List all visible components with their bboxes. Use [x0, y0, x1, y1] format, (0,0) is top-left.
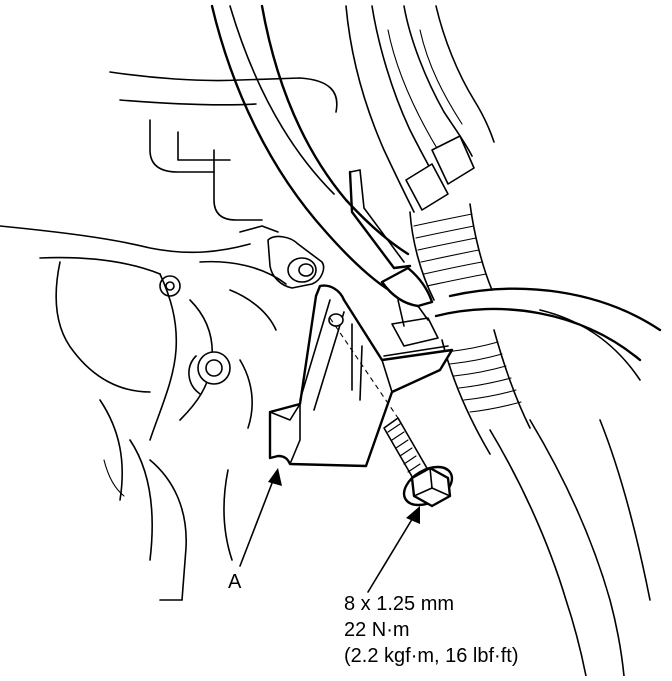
torque-spec-alt: (2.2 kgf·m, 16 lbf·ft): [344, 645, 519, 667]
leader-arrow-bolt: [367, 506, 420, 593]
flange-bolt: [383, 417, 454, 508]
corrugated-tube-upper: [409, 203, 493, 301]
alignment-line: [329, 317, 399, 419]
torque-spec-nm: 22 N·m: [344, 619, 410, 641]
engine-casting: [0, 71, 338, 601]
hose-clamp: [380, 266, 439, 347]
harness-upper: [345, 5, 495, 213]
bolt-size-spec: 8 x 1.25 mm: [344, 593, 454, 615]
bracket-a: [267, 169, 454, 468]
part-label-a: A: [228, 571, 242, 593]
leader-arrow-a: [239, 468, 282, 567]
hose-right: [434, 287, 662, 677]
corrugated-tube-lower: [441, 329, 531, 455]
